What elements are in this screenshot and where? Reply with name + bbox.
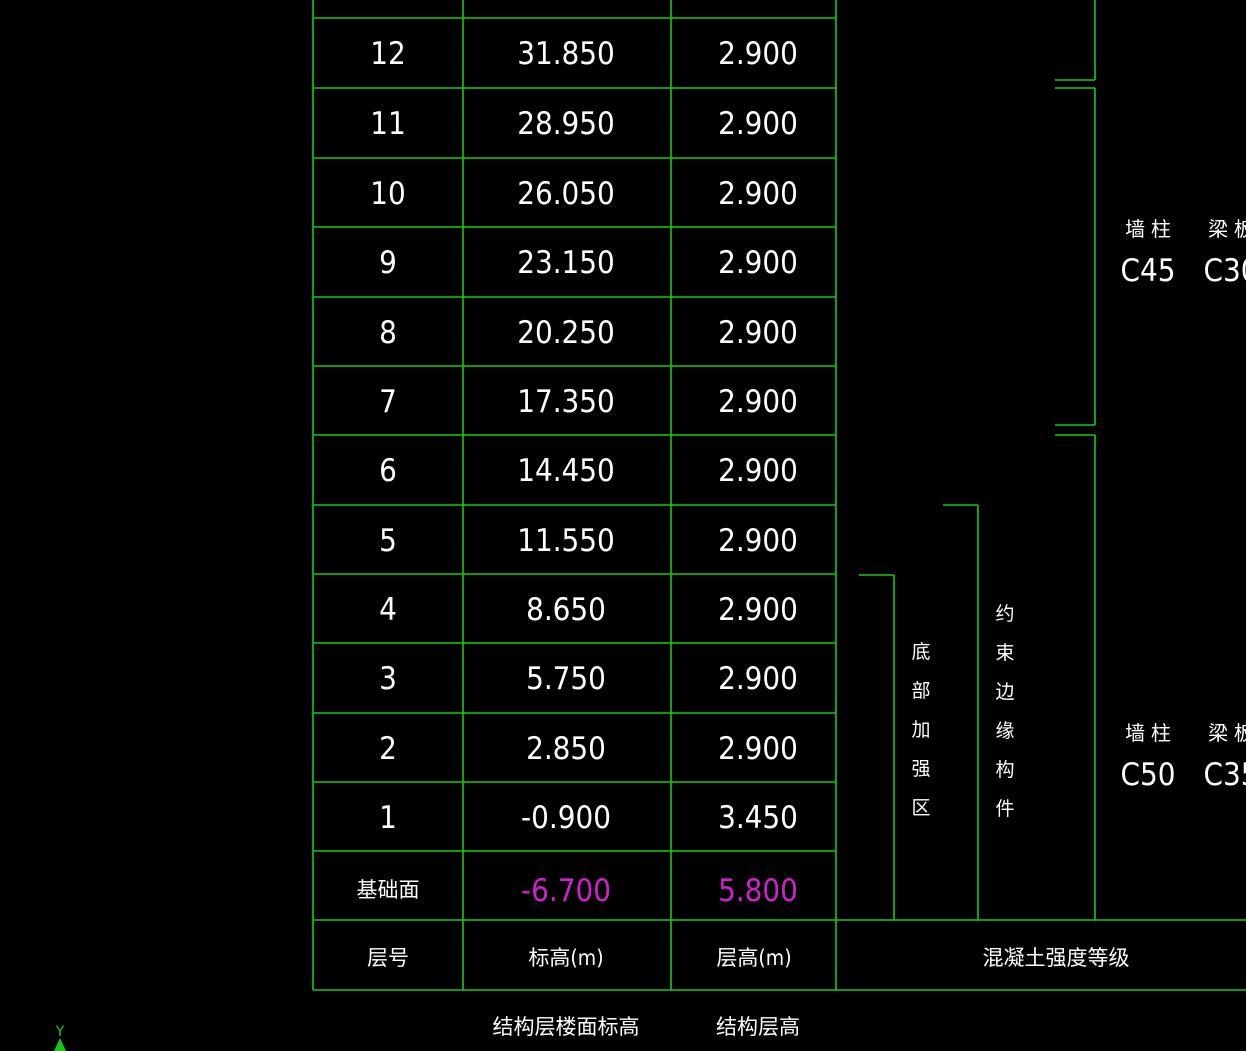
upper-beam-slab-label: 梁 板 (1208, 217, 1246, 241)
floor-height: 2.900 (718, 176, 798, 212)
header-height: 层高(m) (716, 946, 791, 970)
floor-height: 2.900 (718, 315, 798, 351)
upper-beam-slab-grade: C30 (1204, 253, 1246, 289)
ucs-axis-label: Y (55, 1024, 65, 1040)
table-row: 4 8.650 2.900 (379, 592, 798, 628)
upper-wall-col-label: 墙 柱 (1125, 217, 1171, 241)
floor-elevation: 23.150 (517, 245, 615, 281)
floor-height: 2.900 (718, 106, 798, 142)
floor-number: 5 (379, 523, 397, 559)
floor-elevation: 11.550 (517, 523, 615, 559)
lower-wall-col-label: 墙 柱 (1125, 721, 1171, 745)
lower-wall-col-grade: C50 (1121, 757, 1176, 793)
base-height: 5.800 (718, 873, 798, 909)
floor-elevation: -0.900 (521, 800, 611, 836)
caption-elevation: 结构层楼面标高 (493, 1015, 640, 1039)
floor-number: 3 (379, 661, 397, 697)
floor-height: 2.900 (718, 523, 798, 559)
floor-elevation: 14.450 (517, 453, 615, 489)
table-row: 5 11.550 2.900 (379, 523, 798, 559)
upper-wall-col-grade: C45 (1121, 253, 1176, 289)
lower-beam-slab-label: 梁 板 (1208, 721, 1246, 745)
header-elevation: 标高(m) (528, 946, 603, 970)
ucs-y-axis-icon: Y (54, 1024, 66, 1051)
floor-height: 2.900 (718, 36, 798, 72)
table-row: 12 31.850 2.900 (370, 36, 798, 72)
header-concrete-grade: 混凝土强度等级 (983, 946, 1130, 970)
header-floor: 层号 (367, 946, 409, 970)
floor-number: 9 (379, 245, 397, 281)
floor-number: 4 (379, 592, 397, 628)
table-row: 3 5.750 2.900 (379, 661, 798, 697)
floor-number: 10 (370, 176, 405, 212)
caption-height: 结构层高 (716, 1015, 800, 1039)
floor-height: 2.900 (718, 731, 798, 767)
floor-elevation: 5.750 (526, 661, 606, 697)
table-row: 9 23.150 2.900 (379, 245, 798, 281)
table-grid (312, 0, 1246, 991)
floor-height: 2.900 (718, 453, 798, 489)
table-row: 6 14.450 2.900 (379, 453, 798, 489)
base-elevation: -6.700 (521, 873, 611, 909)
floor-number: 6 (379, 453, 397, 489)
table-row: 10 26.050 2.900 (370, 176, 798, 212)
floor-elevation: 2.850 (526, 731, 606, 767)
floor-elevation: 8.650 (526, 592, 606, 628)
floor-height: 3.450 (718, 800, 798, 836)
floor-height: 2.900 (718, 245, 798, 281)
floor-elevation: 31.850 (517, 36, 615, 72)
floor-number: 11 (370, 106, 405, 142)
lower-beam-slab-grade: C35 (1204, 757, 1246, 793)
floor-number: 7 (379, 384, 397, 420)
floor-height: 2.900 (718, 592, 798, 628)
floor-number: 8 (379, 315, 397, 351)
floor-height: 2.900 (718, 384, 798, 420)
floor-number: 2 (379, 731, 397, 767)
floor-elevation: 17.350 (517, 384, 615, 420)
floor-elevation: 26.050 (517, 176, 615, 212)
floor-number: 12 (370, 36, 405, 72)
table-row: 1 -0.900 3.450 (379, 800, 798, 836)
floor-height: 2.900 (718, 661, 798, 697)
table-row: 11 28.950 2.900 (370, 106, 798, 142)
floor-elevation: 28.950 (517, 106, 615, 142)
floor-number: 1 (379, 800, 397, 836)
table-row: 2 2.850 2.900 (379, 731, 798, 767)
base-floor-label: 基础面 (357, 878, 420, 902)
bottom-reinforced-zone-label: 底部加强区 (911, 641, 930, 819)
table-row: 8 20.250 2.900 (379, 315, 798, 351)
table-row: 7 17.350 2.900 (379, 384, 798, 420)
floor-elevation: 20.250 (517, 315, 615, 351)
constrained-edge-member-label: 约束边缘构件 (995, 603, 1014, 820)
